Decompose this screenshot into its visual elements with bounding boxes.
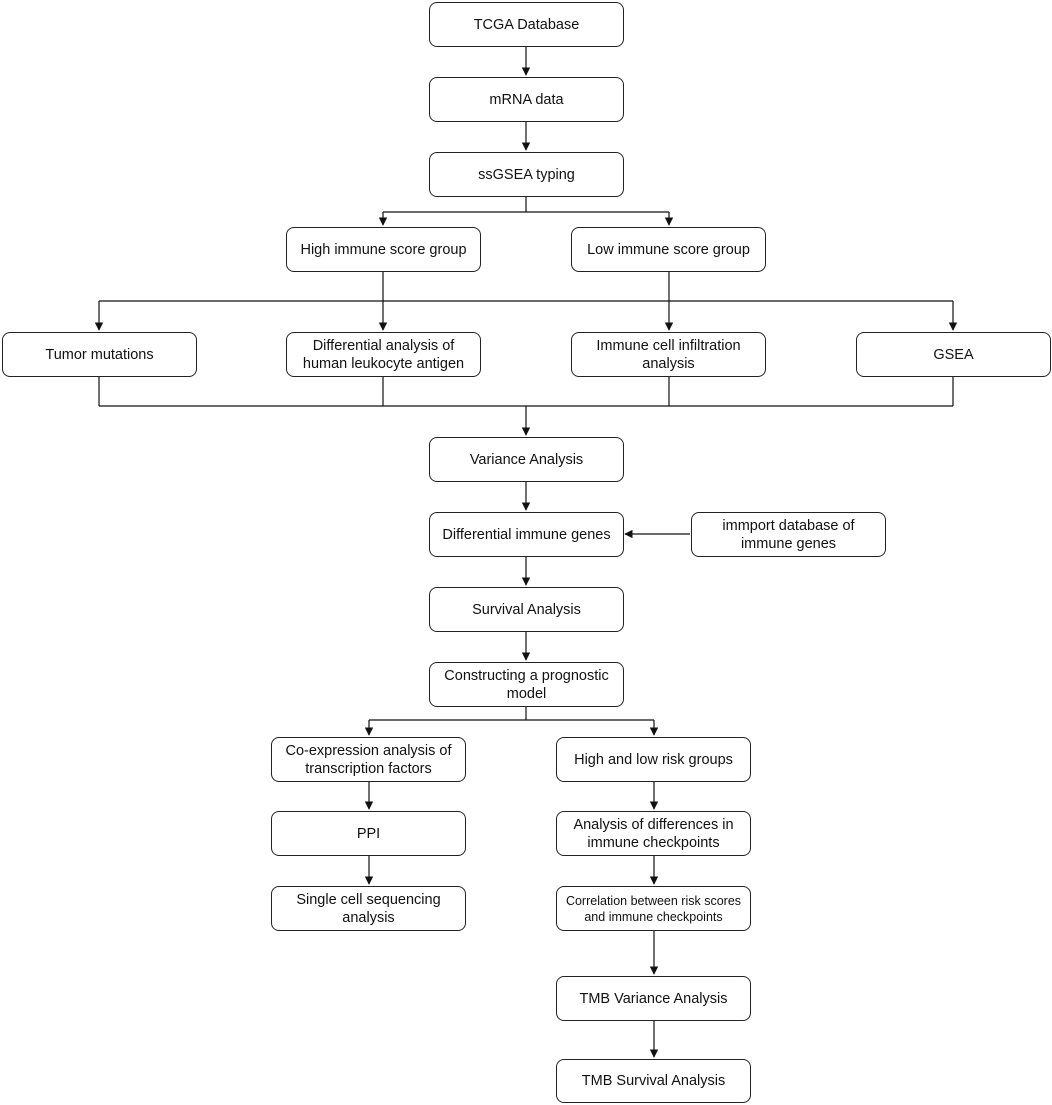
node-mrna-data: mRNA data [429, 77, 624, 122]
node-hla-differential-analysis: Differential analysis of human leukocyte… [286, 332, 481, 377]
node-tumor-mutations: Tumor mutations [2, 332, 197, 377]
node-tcga-database: TCGA Database [429, 2, 624, 47]
node-ppi: PPI [271, 811, 466, 856]
node-single-cell-sequencing: Single cell sequencing analysis [271, 886, 466, 931]
node-survival-analysis: Survival Analysis [429, 587, 624, 632]
node-high-immune-score-group: High immune score group [286, 227, 481, 272]
node-gsea: GSEA [856, 332, 1051, 377]
node-immport-database: immport database of immune genes [691, 512, 886, 557]
node-low-immune-score-group: Low immune score group [571, 227, 766, 272]
node-immune-cell-infiltration: Immune cell infiltration analysis [571, 332, 766, 377]
node-tmb-variance-analysis: TMB Variance Analysis [556, 976, 751, 1021]
node-tmb-survival-analysis: TMB Survival Analysis [556, 1059, 751, 1103]
node-differential-immune-genes: Differential immune genes [429, 512, 624, 557]
node-prognostic-model: Constructing a prognostic model [429, 662, 624, 707]
node-ssgsea-typing: ssGSEA typing [429, 152, 624, 197]
node-coexpression-transcription-factors: Co-expression analysis of transcription … [271, 737, 466, 782]
node-variance-analysis: Variance Analysis [429, 437, 624, 482]
node-risk-score-checkpoint-correlation: Correlation between risk scores and immu… [556, 886, 751, 931]
node-high-low-risk-groups: High and low risk groups [556, 737, 751, 782]
node-immune-checkpoint-differences: Analysis of differences in immune checkp… [556, 811, 751, 856]
